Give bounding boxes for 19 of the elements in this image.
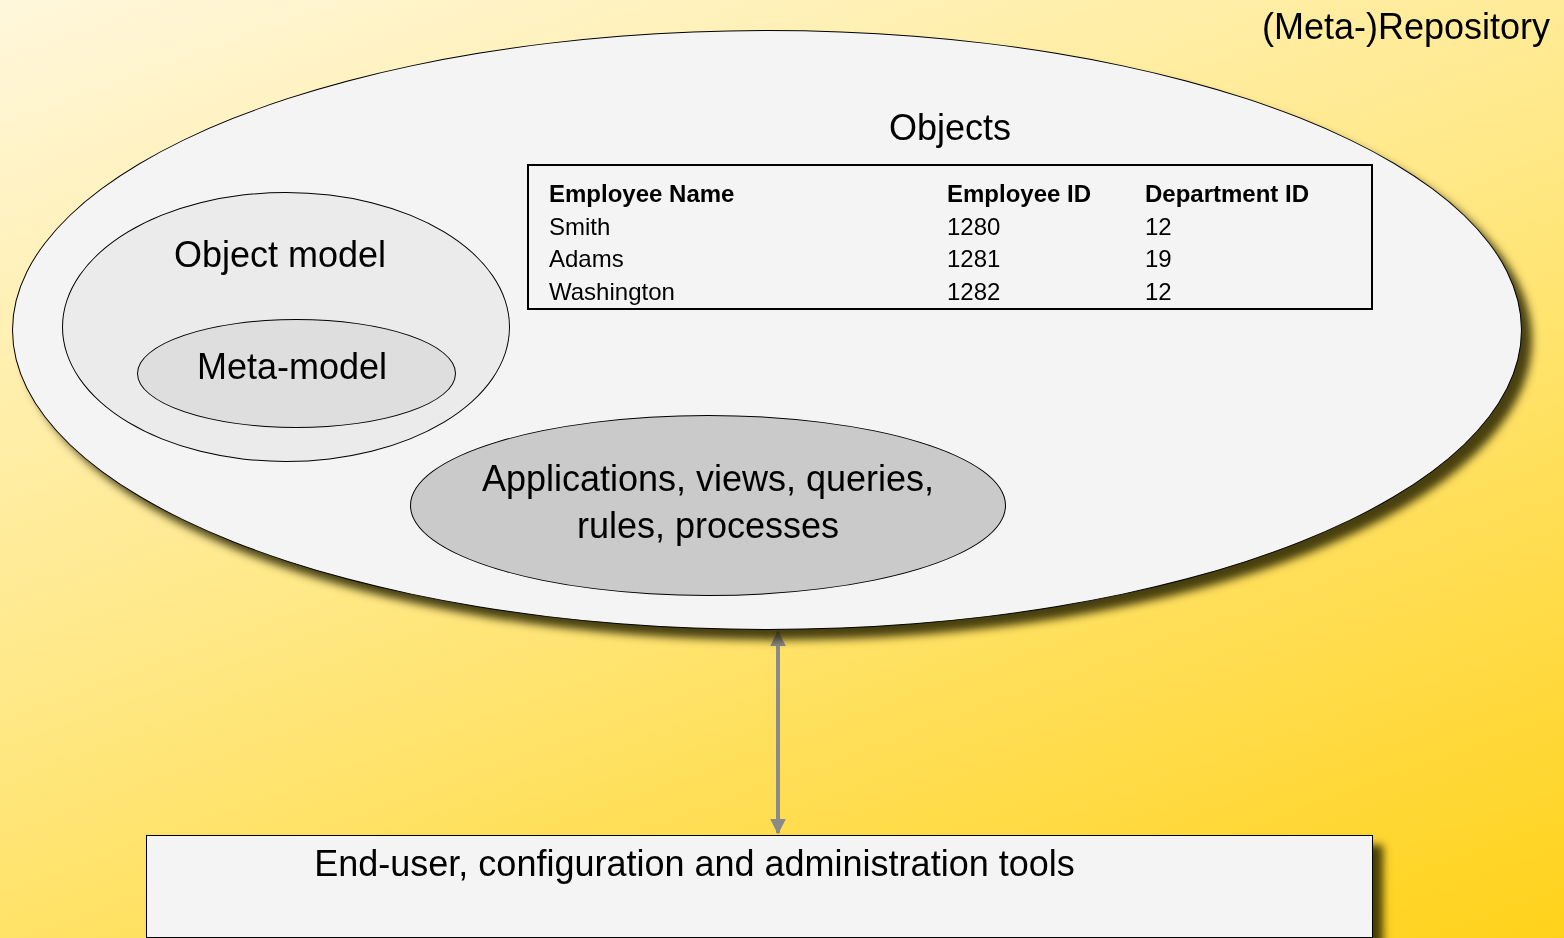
table-heading: Objects <box>887 106 1012 150</box>
node-label: End-user, configuration and administration tools <box>313 842 1076 886</box>
table-text: 12 <box>1145 211 1173 242</box>
table-text: Washington <box>549 276 676 307</box>
double-arrow <box>770 630 786 835</box>
table-text: Smith <box>549 211 612 242</box>
table-text: 19 <box>1145 244 1173 274</box>
table-text: Adams <box>549 244 625 274</box>
column-header: Department ID <box>1145 179 1311 209</box>
table-text: 12 <box>1145 276 1173 307</box>
column-header: Employee Name <box>549 179 736 209</box>
node-label: Meta-model <box>197 345 388 389</box>
node-label: Applications, views, queries, rules, processes <box>480 457 936 548</box>
table-text: 1282 <box>947 276 1002 307</box>
table-text: 1281 <box>947 244 1002 274</box>
title-text: (Meta-)Repository <box>1261 6 1550 48</box>
table-text: 1280 <box>947 211 1002 242</box>
column-header: Employee ID <box>947 179 1093 209</box>
node-label: Object model <box>174 233 387 277</box>
